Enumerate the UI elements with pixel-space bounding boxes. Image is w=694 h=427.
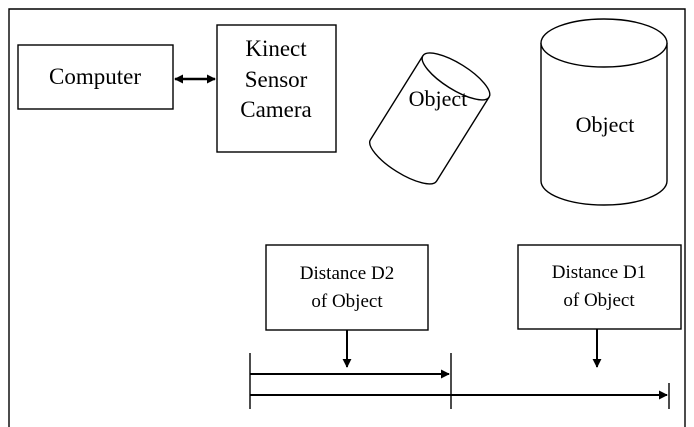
kinect-label-line3: Camera <box>240 97 312 122</box>
distance-d1-label-line1: Distance D1 <box>552 262 646 283</box>
distance-d2-box: Distance D2 of Object <box>265 244 429 331</box>
distance-d2-label-line2: of Object <box>311 291 383 312</box>
upright-cylinder-object: Object <box>540 18 668 206</box>
kinect-label-line1: Kinect <box>245 36 307 61</box>
kinect-label-line2: Sensor <box>245 67 308 92</box>
tilted-object-label: Object <box>409 86 468 111</box>
distance-measurement-lines <box>249 353 670 409</box>
computer-box: Computer <box>17 44 174 110</box>
tilted-cylinder-object: Object <box>369 52 491 185</box>
diagram-frame <box>8 8 686 427</box>
distance-d1-label-line2: of Object <box>563 290 635 311</box>
kinect-sensor-box: Kinect Sensor Camera <box>216 24 337 153</box>
distance-d2-label-line1: Distance D2 <box>300 263 394 284</box>
distance-d1-box: Distance D1 of Object <box>517 244 682 330</box>
computer-label: Computer <box>49 64 141 89</box>
upright-object-label: Object <box>576 112 635 137</box>
